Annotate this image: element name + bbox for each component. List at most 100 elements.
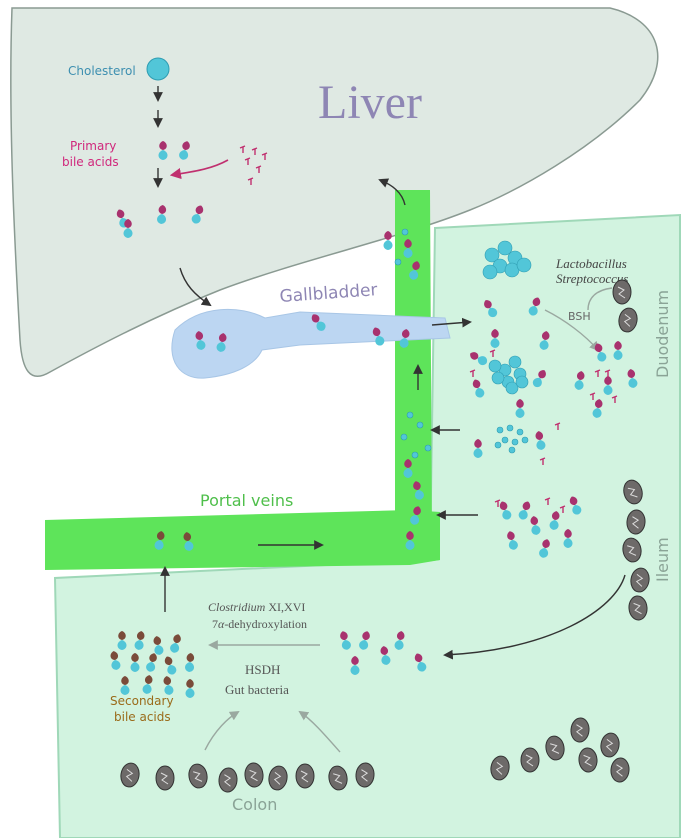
gut-bacteria-label: Gut bacteria <box>225 682 289 697</box>
portal-vein-horizontal <box>45 510 440 570</box>
amino-acid-icon <box>559 505 566 513</box>
bile-acid-icon <box>532 370 546 388</box>
amino-acid-icon <box>554 422 561 430</box>
bile-micelle-dot <box>505 381 519 395</box>
bsh-label: BSH <box>568 310 591 323</box>
bile-acid-icon <box>470 352 488 366</box>
bacterium-icon <box>295 763 315 789</box>
bile-micelle-dot <box>496 426 504 434</box>
bile-acid-icon <box>117 631 127 650</box>
arrow-recycle-magenta <box>169 159 229 180</box>
bile-acid-icon <box>130 653 140 672</box>
bile-acid-icon <box>146 653 157 672</box>
bile-acid-molecules <box>110 141 638 698</box>
bacterium-icon <box>490 755 510 781</box>
bacterium-icon <box>244 762 264 788</box>
bacterium-icon <box>155 765 175 791</box>
bile-acid-icon <box>183 532 194 551</box>
bile-acid-icon <box>120 676 130 695</box>
bile-micelle-dot <box>506 424 514 432</box>
bile-acid-icon <box>507 531 518 550</box>
primary-bile-acids-line2: bile acids <box>62 155 119 169</box>
dehydroxylation-label: 7α-dehydroxylation <box>212 617 307 631</box>
bile-acid-icon <box>490 329 500 348</box>
bile-acid-icon <box>574 371 585 390</box>
amino-acid-icon <box>255 165 262 173</box>
bile-micelle-dot <box>484 247 500 263</box>
bacterium-icon <box>578 747 598 773</box>
bile-micelle-dot <box>406 411 414 419</box>
bile-acid-icon <box>603 376 613 395</box>
bile-acid-icon <box>539 539 550 558</box>
amino-acid-icon <box>544 497 551 505</box>
liver-title: Liver <box>318 76 422 129</box>
ileum-label: Ileum <box>653 537 672 582</box>
arrow-bsh <box>544 309 600 352</box>
bile-acid-icon <box>413 481 424 500</box>
bile-acid-icon <box>179 141 190 160</box>
bile-micelle-dot <box>491 371 505 385</box>
bile-micelle-dot <box>497 240 513 256</box>
bile-acid-icon <box>164 656 177 675</box>
bile-micelle-dot <box>488 359 502 373</box>
bile-micelle-dot <box>515 375 529 389</box>
bacterium-icon <box>520 747 540 773</box>
bile-acid-icon <box>380 646 391 665</box>
bile-acid-icon <box>185 679 195 698</box>
bile-acid-icon <box>142 675 153 694</box>
bile-acid-icon <box>405 531 415 550</box>
bile-micelle-dot <box>394 258 402 266</box>
bile-acid-icon <box>403 239 413 258</box>
amino-acid-icon <box>604 369 611 377</box>
bacterium-icon <box>328 765 348 791</box>
gray-arrows <box>204 287 613 753</box>
amino-acid-icon <box>611 395 618 403</box>
cholesterol-molecule <box>146 57 170 81</box>
arrow-liver-to-gallbladder <box>179 267 212 307</box>
bile-acid-icon <box>499 501 512 520</box>
bile-acid-icon <box>472 379 485 398</box>
bile-acid-icon <box>153 636 164 655</box>
arrow-up-to-liver <box>378 178 406 206</box>
bile-acid-icon <box>110 651 121 670</box>
gut-bacteria-cells <box>120 279 650 793</box>
colon-label: Colon <box>232 795 277 814</box>
bile-acid-icon <box>157 205 167 224</box>
bile-acid-icon <box>515 399 525 418</box>
bile-acid-icon <box>563 529 573 548</box>
gallbladder-shape <box>171 308 451 379</box>
bile-acid-icon <box>359 631 370 650</box>
bile-micelle-dot <box>411 451 419 459</box>
bile-acid-icon <box>372 327 385 346</box>
hsdh-label: HSDH <box>245 662 280 677</box>
bile-micelle-dot <box>508 355 522 369</box>
amino-acid-icon <box>247 177 254 185</box>
bacterium-icon <box>545 735 565 761</box>
bile-acid-icon <box>311 314 326 331</box>
bile-acid-icon <box>154 531 165 550</box>
amino-acid-icon <box>251 147 258 155</box>
bile-acid-icon <box>594 343 607 362</box>
bile-acid-icon <box>409 261 420 280</box>
secondary-bile-acids-line1: Secondary <box>110 694 174 708</box>
bacterium-icon <box>570 717 590 743</box>
bile-acid-icon <box>383 231 393 250</box>
bile-acid-icon <box>403 459 413 478</box>
amino-acid-icon <box>489 349 496 357</box>
bile-micelle-dot <box>511 438 519 446</box>
bile-micelle-dot <box>494 441 502 449</box>
arrow-bacteria-up-right <box>298 710 341 753</box>
bile-micelle-dot <box>401 228 409 236</box>
bile-micelle-dot <box>416 421 424 429</box>
bacterium-icon <box>268 765 288 791</box>
cholesterol-label: Cholesterol <box>68 64 136 78</box>
bile-acid-icon <box>340 631 351 650</box>
bacterium-icon <box>120 762 140 788</box>
primary-bile-acids-line1: Primary <box>70 139 116 153</box>
amino-acid-icon <box>594 369 601 377</box>
bile-acid-icon <box>613 341 623 360</box>
bile-acid-icon <box>191 205 204 224</box>
bacterium-icon <box>622 537 642 563</box>
bile-acid-icon <box>195 331 206 350</box>
